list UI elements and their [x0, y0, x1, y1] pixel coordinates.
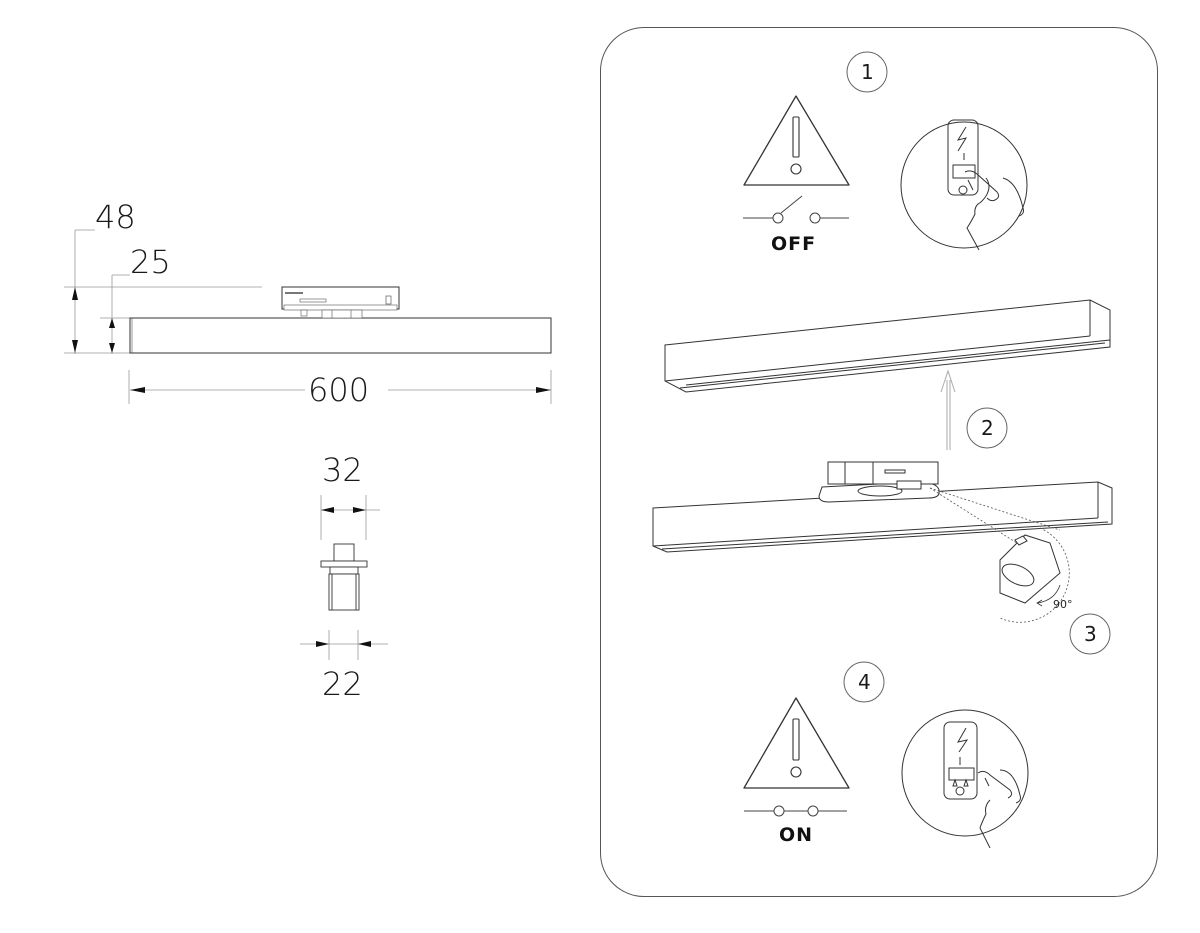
zoom-detail-lines	[929, 487, 1070, 623]
wall-switch-on-icon	[901, 709, 1029, 849]
warning-triangle-icon-2	[743, 697, 850, 789]
dimension-total-height: 48	[95, 198, 136, 236]
closed-switch-icon	[744, 805, 847, 817]
warning-triangle-icon	[743, 95, 850, 186]
step-number-2: 2	[981, 416, 994, 440]
technical-drawing: 48 25 600 32 22	[0, 0, 590, 933]
rotation-angle-label: 90°	[1053, 598, 1073, 611]
side-view-drawing	[64, 229, 552, 660]
dimension-body-width: 22	[322, 665, 363, 703]
installation-instructions-panel	[600, 27, 1158, 897]
step-number-4: 4	[858, 670, 871, 694]
wall-switch-off-icon	[900, 119, 1028, 251]
state-label-off: OFF	[771, 233, 817, 255]
luminaire-with-adapter	[652, 461, 1113, 553]
dimension-body-height: 25	[130, 243, 171, 281]
step-number-1: 1	[861, 60, 874, 84]
state-label-on: ON	[779, 824, 814, 846]
luminaire-top	[664, 299, 1111, 393]
dimension-length: 600	[308, 371, 370, 409]
up-arrow-icon	[940, 369, 956, 450]
rotation-arrow-icon	[1036, 584, 1061, 607]
adapter-detail-icon	[999, 534, 1061, 604]
dimension-adapter-width: 32	[322, 451, 363, 489]
open-switch-icon	[743, 195, 849, 224]
step-number-3: 3	[1084, 622, 1097, 646]
